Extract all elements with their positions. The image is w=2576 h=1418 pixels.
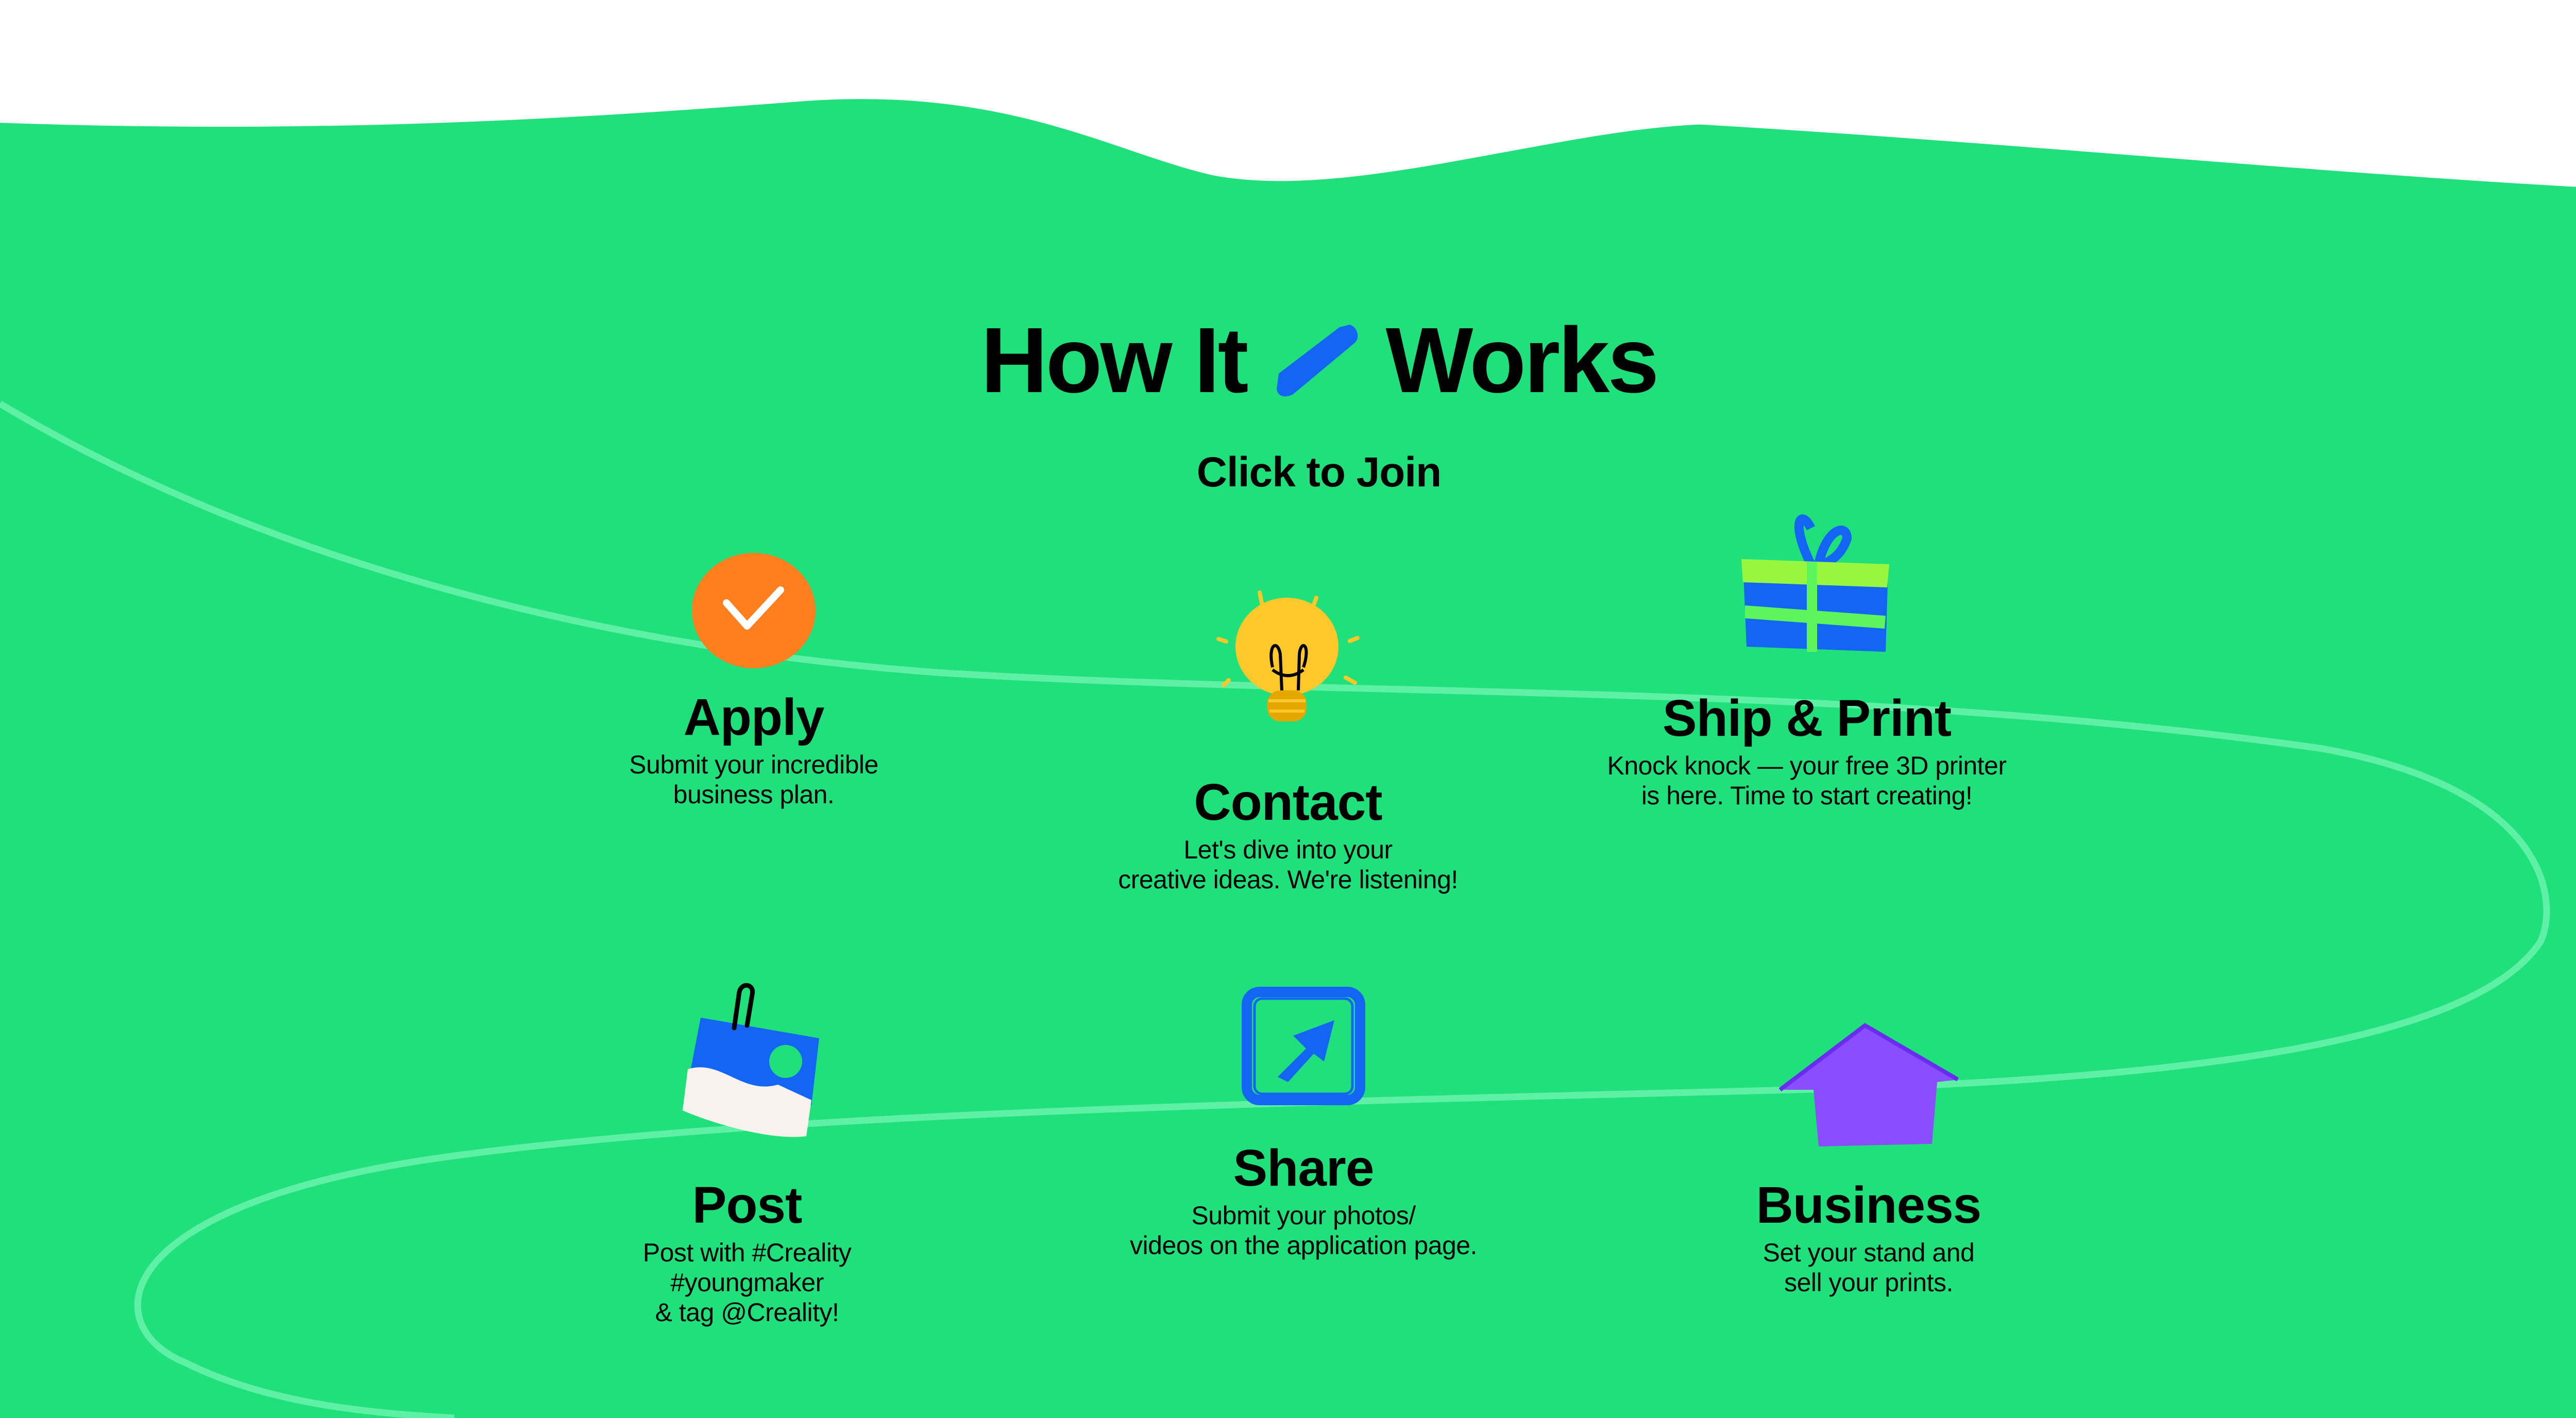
share-arrow-icon xyxy=(1242,987,1365,1105)
step-desc-line: videos on the application page. xyxy=(1130,1231,1477,1260)
step-desc-line: Knock knock — your free 3D printer xyxy=(1607,751,2007,780)
gift-icon xyxy=(1741,514,1889,652)
step-ship-print[interactable]: Ship & Print Knock knock — your free 3D … xyxy=(1523,691,2090,811)
step-desc-line: Post with #Creality xyxy=(642,1238,852,1267)
step-title: Contact xyxy=(1194,773,1382,831)
step-post[interactable]: Post Post with #Creality#youngmaker& tag… xyxy=(464,1178,1030,1327)
step-desc-line: is here. Time to start creating! xyxy=(1641,781,1973,810)
title-part-1: How It xyxy=(980,309,1249,412)
photo-icon xyxy=(683,983,819,1137)
step-desc-line: Submit your photos/ xyxy=(1191,1201,1416,1230)
step-desc-line: & tag @Creality! xyxy=(655,1298,839,1327)
step-desc-line: #youngmaker xyxy=(670,1268,824,1297)
step-desc-line: sell your prints. xyxy=(1784,1268,1953,1297)
step-title: Share xyxy=(1233,1139,1375,1197)
winding-path-line xyxy=(0,400,2550,1418)
checkmark-circle-icon xyxy=(692,553,816,668)
step-title: Post xyxy=(692,1176,803,1234)
pencil-stroke-icon xyxy=(1276,325,1358,397)
step-desc-line: business plan. xyxy=(673,780,835,809)
page-title: How It Works xyxy=(0,314,2576,407)
title-part-2: Works xyxy=(1385,309,1659,412)
step-desc-line: Set your stand and xyxy=(1762,1238,1975,1267)
step-desc-line: creative ideas. We're listening! xyxy=(1118,865,1458,894)
house-icon xyxy=(1778,1023,1959,1146)
step-title: Ship & Print xyxy=(1662,689,1952,747)
lightbulb-icon xyxy=(1216,590,1360,721)
click-to-join-link[interactable]: Click to Join xyxy=(1196,449,1442,496)
step-title: Apply xyxy=(683,688,825,746)
step-share[interactable]: Share Submit your photos/videos on the a… xyxy=(1020,1141,1587,1260)
step-desc-line: Submit your incredible xyxy=(629,750,878,779)
step-title: Business xyxy=(1756,1176,1982,1234)
step-desc-line: Let's dive into your xyxy=(1183,835,1393,864)
